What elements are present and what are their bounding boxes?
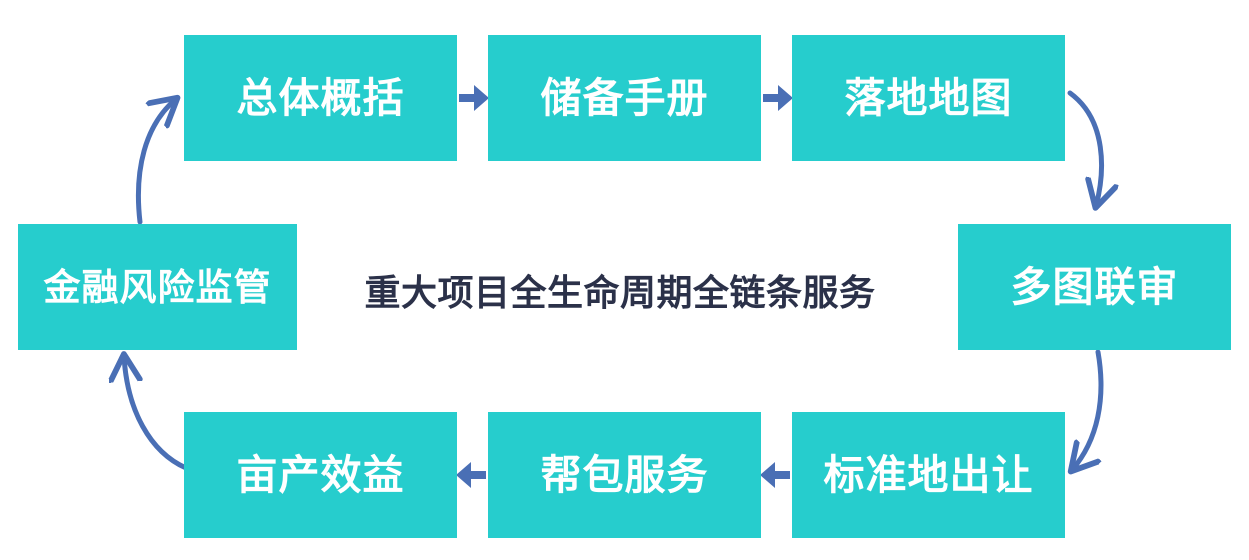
node-multi-drawing-review-label: 多图联审 (1010, 263, 1179, 310)
node-reserve-manual-label: 储备手册 (540, 74, 709, 121)
node-package-service[interactable]: 帮包服务 (488, 412, 761, 538)
arrow-overview-to-reserve (459, 85, 489, 111)
node-land-yield-benefit[interactable]: 亩产效益 (184, 412, 457, 538)
node-multi-drawing-review[interactable]: 多图联审 (958, 224, 1231, 350)
node-financial-risk-supervision-label: 金融风险监管 (43, 266, 272, 308)
node-standard-land-transfer-label: 标准地出让 (823, 451, 1034, 498)
node-land-yield-benefit-label: 亩产效益 (236, 451, 405, 498)
node-landing-map-label: 落地地图 (844, 74, 1013, 121)
node-standard-land-transfer[interactable]: 标准地出让 (792, 412, 1065, 538)
node-overview[interactable]: 总体概括 (184, 35, 457, 161)
arrow-mualand-to-finrisk (124, 356, 189, 471)
diagram-center-title: 重大项目全生命周期全链条服务 (330, 255, 910, 325)
arrow-packageserv-to-mualand (456, 462, 486, 488)
arrow-reserve-to-landingmap (763, 85, 793, 111)
node-reserve-manual[interactable]: 储备手册 (488, 35, 761, 161)
diagram-center-title-text: 重大项目全生命周期全链条服务 (364, 272, 876, 313)
arrow-landingmap-to-rightreview (1067, 90, 1102, 206)
node-package-service-label: 帮包服务 (540, 451, 709, 498)
node-financial-risk-supervision[interactable]: 金融风险监管 (18, 224, 297, 350)
node-landing-map[interactable]: 落地地图 (792, 35, 1065, 161)
arrow-standardland-to-packageserv (760, 462, 790, 488)
arrow-finrisk-to-overview (135, 99, 176, 225)
node-overview-label: 总体概括 (236, 74, 405, 121)
arrow-rightreview-to-standardland (1072, 349, 1104, 470)
